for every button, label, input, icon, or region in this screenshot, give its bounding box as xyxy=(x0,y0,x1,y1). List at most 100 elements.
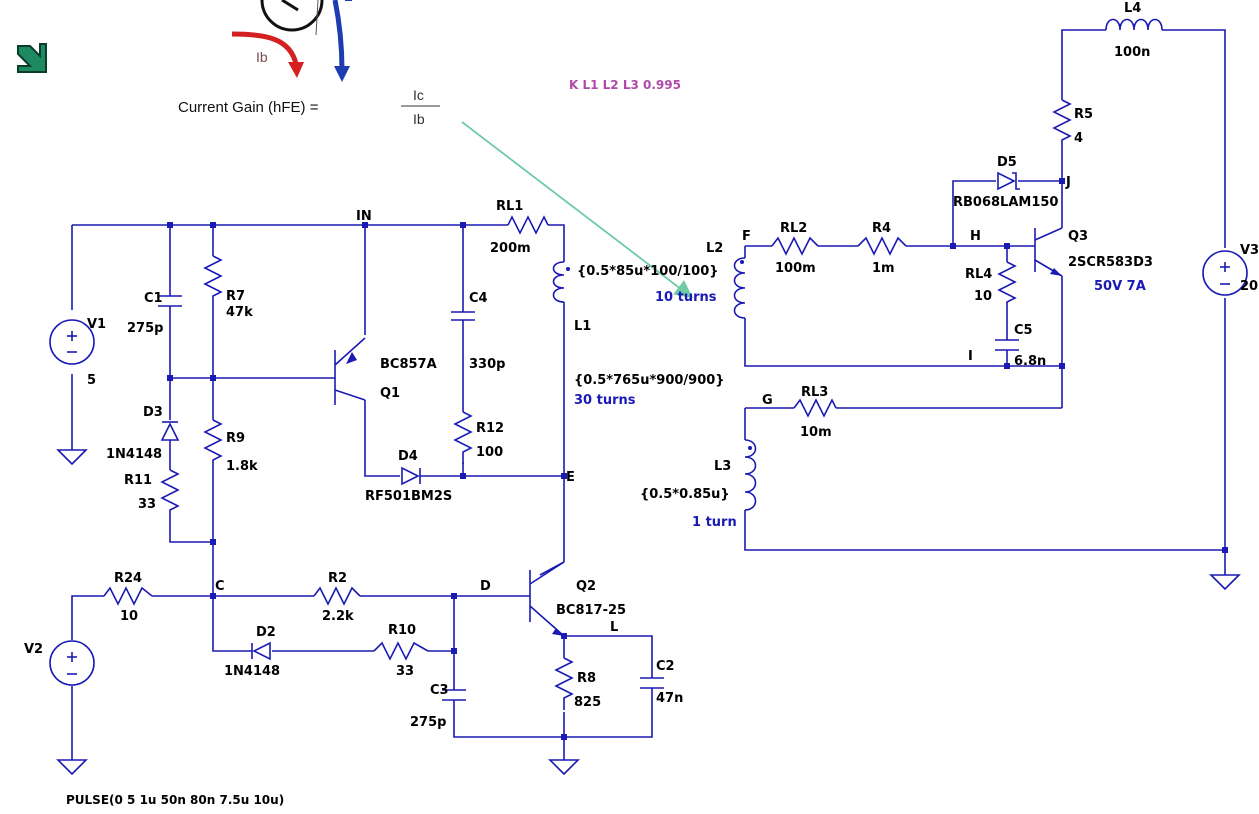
node-label-i: I xyxy=(968,349,973,364)
ic-arrow-icon xyxy=(332,0,345,71)
rl2-name: RL2 xyxy=(780,221,807,236)
voltage-source-v2 xyxy=(49,640,95,686)
voltage-source-v1 xyxy=(49,319,95,365)
q1-name: Q1 xyxy=(380,386,400,401)
node-label-l: L xyxy=(610,620,618,635)
v1-name: V1 xyxy=(87,317,106,332)
voltage-source-v3 xyxy=(1202,250,1248,296)
l2-value: {0.5*85u*100/100} xyxy=(577,264,719,279)
capacitor-c2 xyxy=(640,677,664,689)
q2-value: BC817-25 xyxy=(556,603,626,618)
rl3-name: RL3 xyxy=(801,385,828,400)
d3-value: 1N4148 xyxy=(106,447,162,462)
r2-name: R2 xyxy=(328,571,347,586)
c1-name: C1 xyxy=(144,291,163,306)
c3-value: 275p xyxy=(410,715,446,730)
v1-value: 5 xyxy=(87,373,96,388)
r7-value: 47k xyxy=(226,305,253,320)
transistor-q2 xyxy=(529,561,565,637)
r7-name: R7 xyxy=(226,289,245,304)
c5-name: C5 xyxy=(1014,323,1033,338)
q3-name: Q3 xyxy=(1068,229,1088,244)
resistor-r5 xyxy=(1052,99,1072,146)
d5-name: D5 xyxy=(997,155,1017,170)
expand-arrow-icon[interactable] xyxy=(12,40,48,76)
q2-name: Q2 xyxy=(576,579,596,594)
diode-d2 xyxy=(251,641,271,661)
resistor-r24 xyxy=(103,586,153,606)
r12-value: 100 xyxy=(476,445,503,460)
component-labels: IN C D E L F H I J G V1 5 V2 V3 20 C1 27… xyxy=(24,1,1259,807)
r5-value: 4 xyxy=(1074,131,1083,146)
resistor-rl2 xyxy=(771,236,819,256)
resistor-r12 xyxy=(453,411,473,464)
transistor-symbol-icon xyxy=(260,0,324,32)
r24-name: R24 xyxy=(114,571,142,586)
node-label-g: G xyxy=(762,393,773,408)
l3-turns: 1 turn xyxy=(692,515,737,530)
d2-name: D2 xyxy=(256,625,276,640)
inductor-l2 xyxy=(733,257,746,319)
r11-value: 33 xyxy=(138,497,156,512)
l2-name: L2 xyxy=(706,241,723,256)
r4-value: 1m xyxy=(872,261,895,276)
node-label-in: IN xyxy=(356,209,372,224)
rl1-name: RL1 xyxy=(496,199,523,214)
inductor-l3 xyxy=(744,439,757,511)
r8-name: R8 xyxy=(577,671,596,686)
gain-denominator: Ib xyxy=(413,111,425,127)
r10-value: 33 xyxy=(396,664,414,679)
node-label-d: D xyxy=(480,579,491,594)
c4-value: 330p xyxy=(469,357,505,372)
c5-value: 6.8n xyxy=(1014,354,1046,369)
q3-value: 2SCR583D3 xyxy=(1068,255,1153,270)
resistor-r7 xyxy=(203,255,223,302)
junction-dots xyxy=(167,178,1228,740)
l3-name: L3 xyxy=(714,459,731,474)
l4-name: L4 xyxy=(1124,1,1141,16)
v2-name: V2 xyxy=(24,642,43,657)
r9-value: 1.8k xyxy=(226,459,258,474)
c3-name: C3 xyxy=(430,683,449,698)
r12-name: R12 xyxy=(476,421,504,436)
resistor-r11 xyxy=(160,469,180,516)
d5-value: RB068LAM150 xyxy=(953,195,1058,210)
resistor-r8 xyxy=(554,657,574,710)
q3-rating: 50V 7A xyxy=(1094,279,1146,294)
c4-name: C4 xyxy=(469,291,488,306)
ground-symbols xyxy=(56,449,1241,776)
c2-name: C2 xyxy=(656,659,675,674)
ib-label: Ib xyxy=(256,49,268,65)
rl3-value: 10m xyxy=(800,425,832,440)
gain-numerator: Ic xyxy=(413,87,424,103)
inductor-l4 xyxy=(1105,18,1163,31)
node-label-h: H xyxy=(970,229,981,244)
l1-name: L1 xyxy=(574,319,591,334)
l1-turns: 30 turns xyxy=(574,393,636,408)
capacitor-c4 xyxy=(451,311,475,321)
r4-name: R4 xyxy=(872,221,891,236)
resistor-r9 xyxy=(203,419,223,474)
rl4-value: 10 xyxy=(974,289,992,304)
node-label-c: C xyxy=(215,579,225,594)
l3-value: {0.5*0.85u} xyxy=(640,487,730,502)
q1-value: BC857A xyxy=(380,357,437,372)
r8-value: 825 xyxy=(574,695,601,710)
rl4-name: RL4 xyxy=(965,267,992,282)
d4-value: RF501BM2S xyxy=(365,489,452,504)
r2-value: 2.2k xyxy=(322,609,354,624)
d4-name: D4 xyxy=(398,449,418,464)
rl1-value: 200m xyxy=(490,241,531,256)
r10-name: R10 xyxy=(388,623,416,638)
transistor-inset-graphic: Ib Current Gain (hFE) = Ic Ib xyxy=(12,0,440,127)
l1-value: {0.5*765u*900/900} xyxy=(574,373,725,388)
d2-value: 1N4148 xyxy=(224,664,280,679)
r24-value: 10 xyxy=(120,609,138,624)
v3-name: V3 xyxy=(1240,243,1259,258)
resistor-r10 xyxy=(373,641,429,661)
node-label-e: E xyxy=(566,470,575,485)
node-label-f: F xyxy=(742,229,751,244)
l4-value: 100n xyxy=(1114,45,1150,60)
wires xyxy=(71,29,1226,760)
